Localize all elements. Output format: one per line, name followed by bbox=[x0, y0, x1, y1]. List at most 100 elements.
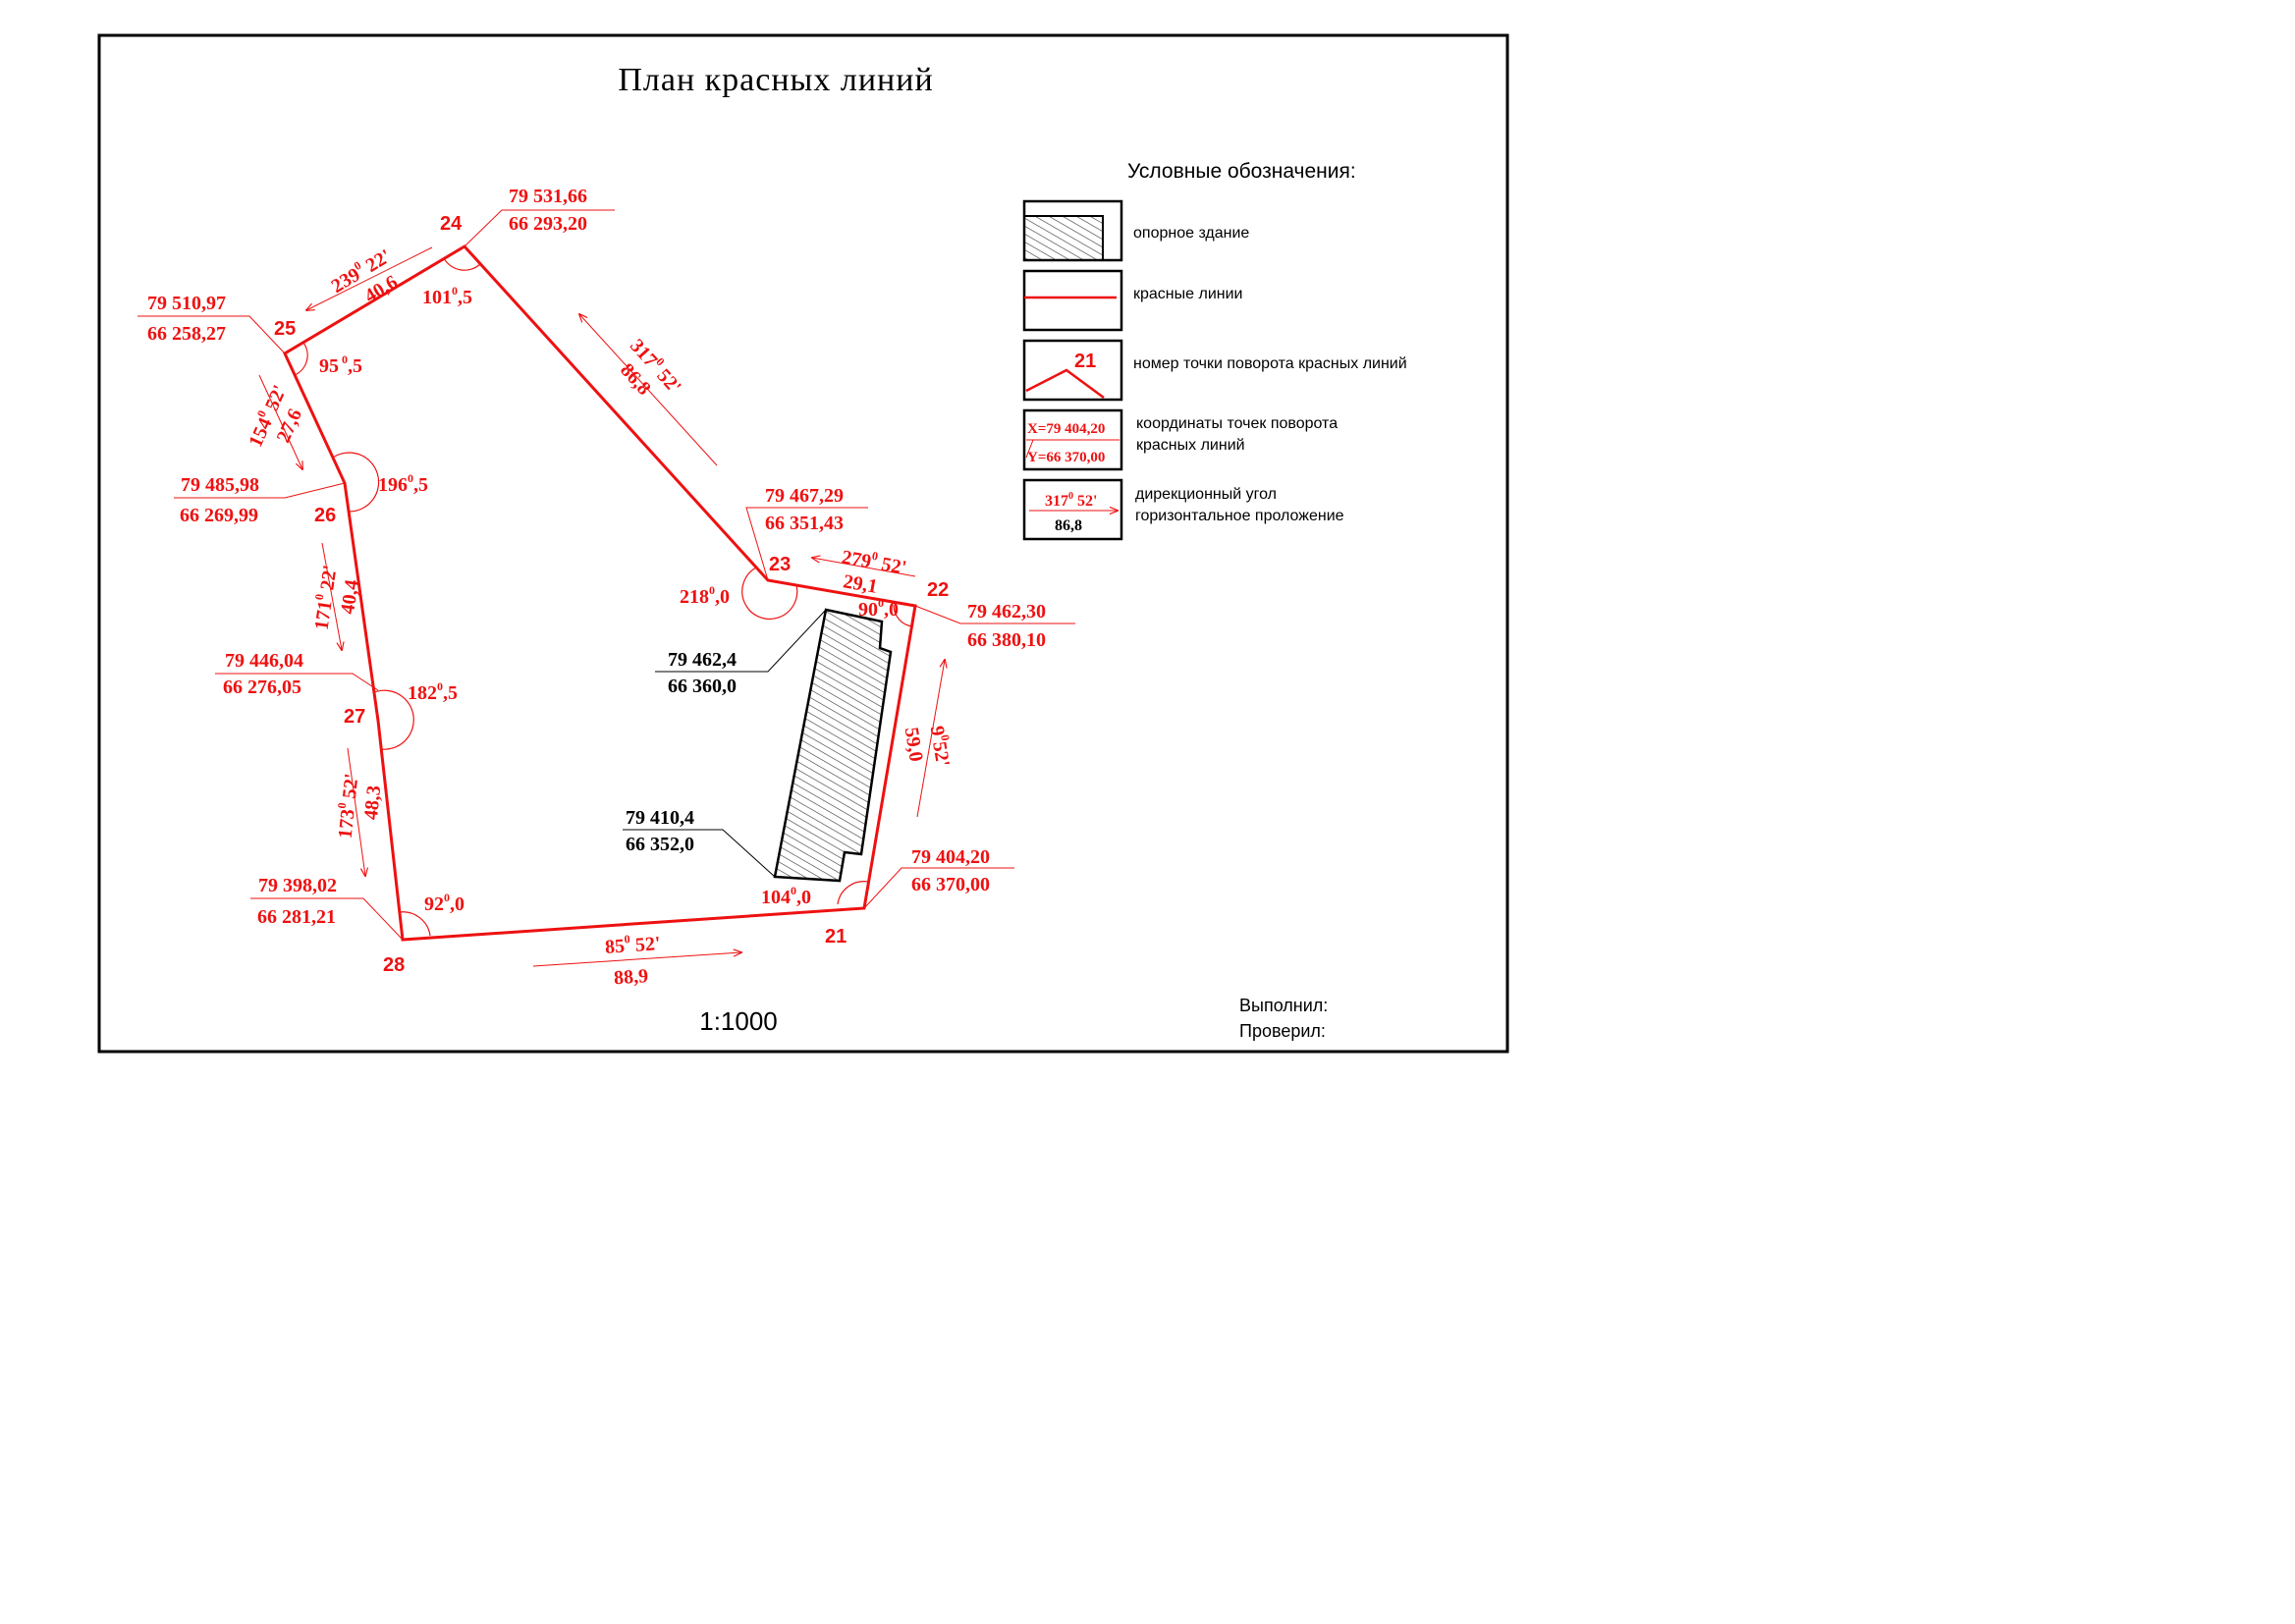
performed-by-label: Выполнил: bbox=[1239, 996, 1328, 1015]
segment-angle-27-28: 1730 52' bbox=[332, 772, 363, 839]
legend-angle-sample: 3170 52' bbox=[1045, 491, 1097, 510]
leader-building-top bbox=[655, 609, 827, 673]
legend-angle-label-2: горизонтальное проложение bbox=[1135, 508, 1344, 524]
segment-angle-26-27: 1710 22' bbox=[308, 564, 342, 631]
coordinate-leaders bbox=[137, 209, 1075, 941]
angle-26: 1960,5 bbox=[378, 471, 428, 496]
angle-arc-26 bbox=[332, 452, 380, 513]
coord-x-22: 79 462,30 bbox=[967, 601, 1046, 623]
legend-coord-leader bbox=[1025, 439, 1034, 459]
angle-21: 1040,0 bbox=[761, 884, 811, 908]
checked-by-label: Проверил: bbox=[1239, 1021, 1326, 1041]
leader-28 bbox=[250, 897, 404, 941]
building-coord-y-top: 66 360,0 bbox=[668, 676, 737, 697]
angle-arc-21 bbox=[837, 881, 869, 905]
arrow-s28-21 bbox=[532, 952, 741, 967]
legend-coords-label-2: красных линий bbox=[1136, 437, 1245, 454]
angle-arc-24 bbox=[443, 257, 481, 271]
leader-22 bbox=[914, 605, 1075, 624]
angle-27: 1820,5 bbox=[408, 679, 458, 704]
segment-label-23-24: 3170 52' 86,8 bbox=[616, 335, 685, 400]
angle-25: 95 0,5 bbox=[319, 352, 362, 377]
coord-y-25: 66 258,27 bbox=[147, 323, 226, 345]
legend-point-number-label: номер точки поворота красных линий bbox=[1133, 355, 1407, 372]
legend-point-sample: 21 bbox=[1074, 351, 1096, 372]
arrow-s23-24 bbox=[579, 314, 718, 466]
coord-x-23: 79 467,29 bbox=[765, 485, 844, 507]
angle-28: 920,0 bbox=[424, 891, 464, 915]
segment-label-24-25: 2390 22' 40,6 bbox=[328, 245, 402, 307]
arrow-s21-22 bbox=[916, 660, 945, 818]
point-number-21: 21 bbox=[825, 926, 847, 947]
scale-label: 1:1000 bbox=[699, 1006, 778, 1036]
legend-red-lines-label: красные линии bbox=[1133, 286, 1242, 302]
legend-building-swatch bbox=[1023, 215, 1104, 261]
leader-26 bbox=[174, 482, 346, 499]
point-number-24: 24 bbox=[440, 213, 463, 235]
coord-x-21: 79 404,20 bbox=[911, 846, 990, 868]
point-number-22: 22 bbox=[927, 579, 949, 601]
legend-box-direction bbox=[1022, 478, 1123, 541]
coord-y-27: 66 276,05 bbox=[223, 677, 301, 698]
reference-building bbox=[773, 608, 893, 883]
point-number-23: 23 bbox=[769, 554, 791, 575]
legend-box-coordinates bbox=[1022, 408, 1123, 471]
coord-y-21: 66 370,00 bbox=[911, 874, 990, 895]
legend-box-point-number bbox=[1022, 339, 1123, 402]
coord-x-25: 79 510,97 bbox=[147, 293, 226, 314]
leader-building-bottom bbox=[623, 829, 776, 878]
segment-length-26-27: 40,4 bbox=[337, 578, 363, 616]
angle-23: 2180,0 bbox=[680, 583, 730, 608]
segment-label-21-22: 9052' 59,0 bbox=[901, 725, 954, 768]
legend-angle-label-1: дирекционный угол bbox=[1135, 486, 1277, 503]
leader-21 bbox=[863, 867, 1014, 909]
arrow-s22-23 bbox=[812, 558, 916, 577]
page-title: План красных линий bbox=[618, 62, 933, 98]
legend: Условные обозначения: опорное здание кра… bbox=[1022, 160, 1407, 541]
segment-label-26-27: 1710 22' 40,4 bbox=[308, 564, 363, 631]
arrow-s26-27 bbox=[321, 542, 342, 650]
angle-arc-25 bbox=[294, 342, 308, 376]
coord-y-22: 66 380,10 bbox=[967, 629, 1046, 651]
legend-box-red-lines bbox=[1022, 269, 1123, 332]
red-lines-plan: План красных линий bbox=[97, 33, 1509, 1054]
arrow-s27-28 bbox=[347, 747, 365, 876]
segment-label-28-21: 850 52' 88,9 bbox=[604, 930, 661, 989]
point-number-26: 26 bbox=[314, 505, 336, 526]
angle-arcs bbox=[294, 257, 913, 937]
segment-label-27-28: 1730 52' 48,3 bbox=[332, 772, 386, 839]
point-number-28: 28 bbox=[383, 954, 405, 976]
point-number-27: 27 bbox=[344, 706, 365, 728]
legend-coord-sample-x: X=79 404,20 bbox=[1027, 421, 1105, 437]
arrow-s24-25 bbox=[306, 246, 433, 310]
coord-x-27: 79 446,04 bbox=[225, 650, 303, 672]
building-coord-x-top: 79 462,4 bbox=[668, 649, 737, 671]
legend-title: Условные обозначения: bbox=[1127, 160, 1356, 183]
coord-x-26: 79 485,98 bbox=[181, 474, 259, 496]
building-coord-x-bottom: 79 410,4 bbox=[626, 807, 694, 829]
leader-23 bbox=[745, 507, 868, 581]
angle-arc-22 bbox=[893, 604, 913, 627]
segment-angle-28-21: 850 52' bbox=[604, 930, 661, 958]
leader-24 bbox=[464, 209, 615, 247]
legend-length-sample: 86,8 bbox=[1055, 517, 1082, 534]
coord-y-26: 66 269,99 bbox=[180, 505, 258, 526]
segment-length-27-28: 48,3 bbox=[360, 785, 386, 821]
arrow-s25-26 bbox=[258, 374, 302, 469]
legend-point-swatch bbox=[1025, 368, 1105, 400]
angle-22: 900,0 bbox=[858, 596, 899, 621]
leader-25 bbox=[137, 315, 286, 354]
angle-24: 1010,5 bbox=[422, 284, 472, 308]
building-leaders bbox=[623, 609, 827, 878]
segment-angle-22-23: 2790 52' bbox=[840, 544, 908, 579]
angle-arc-27 bbox=[373, 689, 414, 750]
legend-coord-sample-y: Y=66 370,00 bbox=[1027, 450, 1105, 465]
legend-building-label: опорное здание bbox=[1133, 225, 1249, 242]
legend-coords-label-1: координаты точек поворота bbox=[1136, 415, 1338, 432]
drawing-frame bbox=[97, 33, 1509, 1054]
coord-y-23: 66 351,43 bbox=[765, 513, 844, 534]
angle-arc-28 bbox=[399, 911, 431, 937]
angle-arc-23 bbox=[741, 567, 798, 620]
segment-length-21-22: 59,0 bbox=[901, 726, 927, 763]
coord-x-28: 79 398,02 bbox=[258, 875, 337, 896]
